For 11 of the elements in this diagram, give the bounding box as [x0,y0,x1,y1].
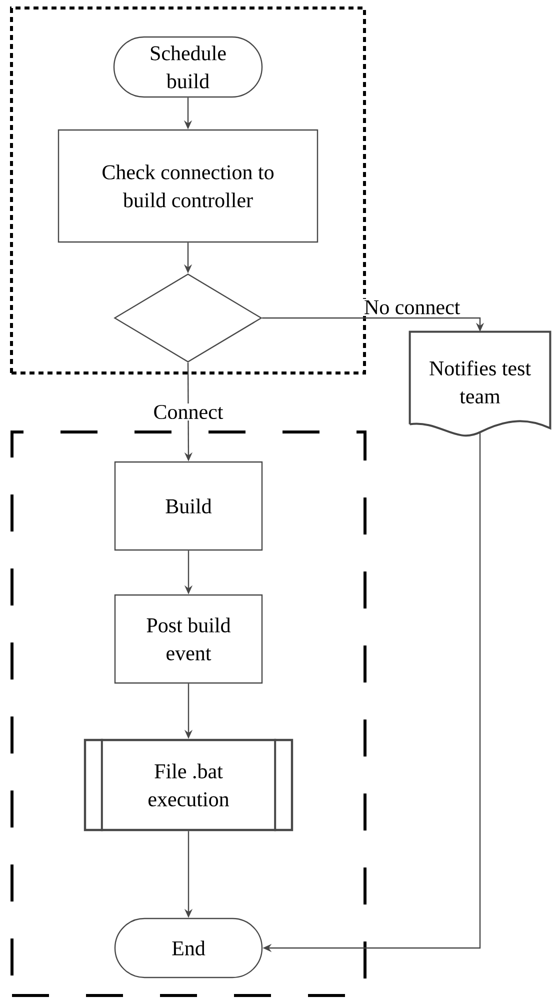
process-box: Post build event [114,594,263,684]
group-frame [10,430,366,997]
process-box: Build [114,461,263,551]
edge-label: Connect [152,403,225,421]
document-shape: Notifies test team [408,330,552,436]
group-frame [10,6,366,374]
process-box: Check connection to build controller [58,129,318,243]
edge-label: No connect [362,298,462,316]
terminal-box: End [114,918,263,978]
subprocess-box: File .bat execution [84,738,294,832]
terminal-box: Schedule build [113,36,263,98]
